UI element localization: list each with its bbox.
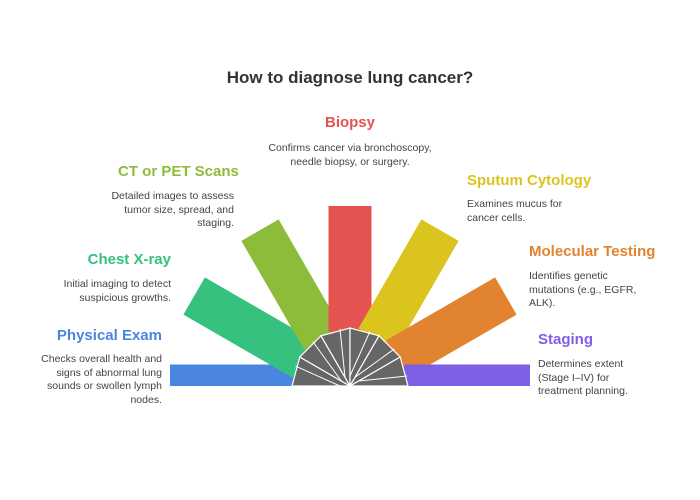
desc-biopsy: Confirms cancer via bronchoscopy, needle…: [268, 142, 432, 168]
desc-sputum-cytology: Examines mucus for cancer cells.: [467, 198, 563, 224]
label-physical-exam: Physical Exam: [56, 327, 162, 344]
hub-line: [339, 328, 346, 378]
desc-molecular-testing: Identifies genetic mutations (e.g., EGFR…: [529, 270, 637, 309]
hub-line: [354, 348, 395, 378]
petal-molecular-testing: [386, 277, 517, 378]
desc-ct-pet-scans: Detailed images to assess tumor size, sp…: [111, 190, 234, 229]
desc-staging: Determines extent (Stage I–IV) for treat…: [538, 358, 628, 397]
petal-ct-pet-scans: [241, 219, 342, 350]
petal-sputum-cytology: [358, 219, 459, 350]
label-chest-xray: Chest X-ray: [87, 251, 171, 268]
label-sputum-cytology: Sputum Cytology: [467, 172, 592, 189]
label-biopsy: Biopsy: [324, 114, 375, 131]
petal-staging: [404, 364, 530, 386]
petal-biopsy: [328, 206, 372, 332]
label-molecular-testing: Molecular Testing: [529, 243, 656, 260]
label-ct-pet-scans: CT or PET Scans: [118, 163, 239, 180]
petal-chest-xray: [183, 277, 314, 378]
hub-line: [358, 375, 408, 382]
hub-line: [312, 341, 342, 382]
hub-line: [295, 365, 341, 387]
desc-chest-xray: Initial imaging to detect suspicious gro…: [63, 278, 171, 304]
diagram-title: How to diagnose lung cancer?: [226, 68, 474, 87]
label-staging: Staging: [538, 331, 593, 348]
petal-physical-exam: [170, 364, 296, 386]
hub-line: [349, 331, 371, 377]
desc-physical-exam: Checks overall health and signs of abnor…: [41, 353, 162, 406]
